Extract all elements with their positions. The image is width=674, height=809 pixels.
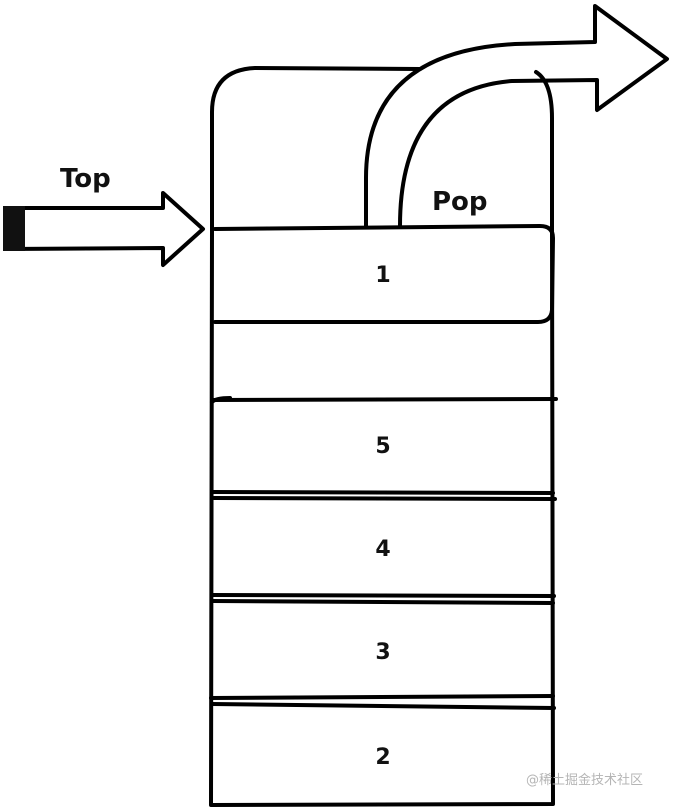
stack-item-4-box	[210, 496, 557, 598]
stack-item-5-label: 5	[375, 434, 390, 459]
stack-container-outline	[209, 66, 555, 807]
stack-item-4: 4	[210, 496, 557, 598]
top-pointer-arrow	[3, 191, 205, 267]
stack-item-5: 5	[210, 396, 558, 495]
stack-item-2-label: 2	[375, 745, 390, 770]
top-label: Top	[60, 164, 111, 194]
stack-item-2: 2	[210, 702, 556, 770]
pop-curved-arrow	[364, 4, 669, 228]
stack-item-3-box	[209, 599, 555, 700]
popped-item-label: 1	[375, 263, 390, 288]
popped-item-box	[213, 224, 555, 324]
popped-item: 1	[213, 224, 555, 324]
watermark-text: @稀土掘金技术社区	[526, 772, 643, 788]
stack-item-4-label: 4	[375, 537, 390, 562]
top-pointer-arrow-tail	[3, 206, 25, 251]
stack-item-5-box	[210, 396, 558, 495]
top-pointer-arrow-shape	[4, 191, 205, 267]
stack-item-2-box	[210, 702, 556, 710]
stack-item-3: 3	[209, 599, 555, 700]
pop-label: Pop	[432, 187, 488, 217]
stack-item-3-label: 3	[375, 640, 390, 665]
